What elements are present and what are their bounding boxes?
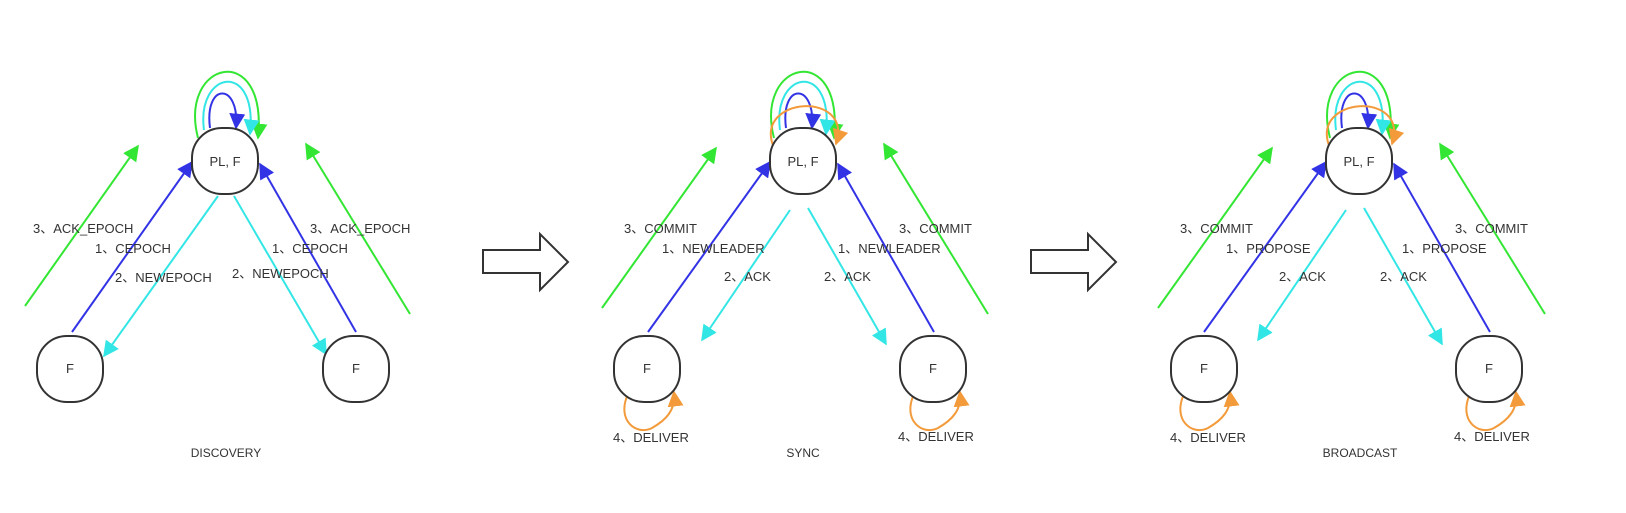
label-newepoch-right: 2、NEWEPOCH [232,266,329,281]
label-propose-right: 1、PROPOSE [1402,241,1487,256]
leader-self-loop-green [770,70,844,140]
leader-node-label: PL, F [1343,154,1374,169]
leader-self-loop-orange [770,105,849,149]
label-ack-left: 2、ACK [724,269,771,284]
arrow-commit-right [1439,142,1546,315]
label-commit-left: 3、COMMIT [1180,221,1253,236]
leader-node [769,127,837,195]
arrow-newleader-right [837,162,935,333]
arrow-commit-right [883,142,989,315]
arrow-cepoch-right [259,162,357,333]
arrow-newleader-left [647,160,771,333]
leader-node-label: PL, F [787,154,818,169]
deliver-loop-right [909,390,970,431]
label-cepoch-left: 1、CEPOCH [95,241,171,256]
arrow-newepoch-right [233,195,327,356]
arrow-ack-left [701,209,791,342]
transition-arrow-2 [1030,231,1118,293]
arrow-ackepoch-left [24,144,139,307]
leader-self-loop-blue [1340,92,1378,130]
arrow-commit-left [1157,146,1273,309]
label-propose-left: 1、PROPOSE [1226,241,1311,256]
label-deliver-left: 4、DELIVER [613,430,689,445]
follower-node-right [899,335,967,403]
label-deliver-left: 4、DELIVER [1170,430,1246,445]
label-newleader-right: 1、NEWLEADER [838,241,941,256]
leader-node-label: PL, F [209,154,240,169]
deliver-loop-left [1179,390,1240,431]
stage-broadcast: PL, F F F 3、COMMIT 1、PROPOSE 2、ACK 4、DEL… [1157,70,1546,460]
stage-sync: PL, F F F 3、COMMIT 1、NEWLEADER 2、ACK 4、D… [601,70,989,460]
leader-node [191,127,259,195]
transition-arrow-1 [482,231,570,293]
follower-node-left [613,335,681,403]
stage-title-discovery: DISCOVERY [191,446,261,460]
stage-title-broadcast: BROADCAST [1323,446,1398,460]
follower-node-right-label: F [1485,361,1493,376]
deliver-loop-left [623,390,684,431]
follower-node-right-label: F [352,361,360,376]
deliver-loop-right [1465,390,1526,431]
arrow-newepoch-left [103,195,219,358]
arrow-ack-right [1363,207,1443,346]
label-commit-right: 3、COMMIT [899,221,972,236]
leader-self-loop-blue [784,92,822,130]
leader-self-loop-green [1326,70,1400,140]
label-ack-right: 2、ACK [824,269,871,284]
label-commit-right: 3、COMMIT [1455,221,1528,236]
follower-node-left [36,335,104,403]
follower-node-right-label: F [929,361,937,376]
follower-node-right [322,335,390,403]
label-deliver-right: 4、DELIVER [898,429,974,444]
arrow-commit-left [601,146,717,309]
arrow-ack-left [1257,209,1347,342]
leader-self-loop-green [194,70,268,140]
arrow-propose-left [1203,160,1327,333]
arrow-ackepoch-right [305,142,411,315]
label-ackepoch-right: 3、ACK_EPOCH [310,221,410,236]
follower-node-left-label: F [643,361,651,376]
leader-self-loop-blue [208,92,246,130]
label-ack-right: 2、ACK [1380,269,1427,284]
follower-node-left-label: F [1200,361,1208,376]
label-commit-left: 3、COMMIT [624,221,697,236]
follower-node-left-label: F [66,361,74,376]
arrow-propose-right [1393,162,1491,333]
label-ackepoch-left: 3、ACK_EPOCH [33,221,133,236]
leader-node [1325,127,1393,195]
label-newleader-left: 1、NEWLEADER [662,241,765,256]
label-cepoch-right: 1、CEPOCH [272,241,348,256]
label-deliver-right: 4、DELIVER [1454,429,1530,444]
stage-title-sync: SYNC [786,446,820,460]
label-ack-left: 2、ACK [1279,269,1326,284]
arrow-cepoch-left [71,160,193,333]
follower-node-right [1455,335,1523,403]
arrow-ack-right [807,207,887,346]
leader-self-loop-orange [1326,105,1405,149]
follower-node-left [1170,335,1238,403]
leader-self-loop-cyan [202,80,260,136]
stage-discovery: PL, F F F 3、ACK_EPOCH 1、CEPOCH 2、NEWEPOC… [24,70,411,460]
label-newepoch-left: 2、NEWEPOCH [115,270,212,285]
